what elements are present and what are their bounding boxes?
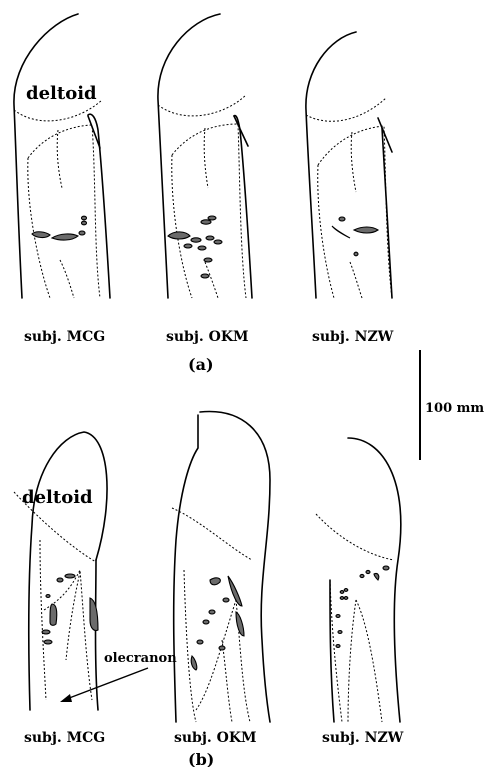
arm-a-nzw (306, 32, 392, 298)
arm-a-okm (158, 14, 252, 298)
subject-label-b-1: subj. MCG (24, 730, 105, 746)
arm-b-nzw (316, 438, 401, 722)
arm-b-mcg (14, 432, 107, 710)
olecranon-arrowhead (60, 694, 72, 702)
subject-label-a-2: subj. OKM (166, 329, 249, 345)
panel-label-b: (b) (188, 750, 214, 767)
deltoid-label-a: deltoid (26, 83, 97, 104)
subject-label-b-3: subj. NZW (322, 730, 404, 746)
subject-label-a-1: subj. MCG (24, 329, 105, 345)
arm-a-mcg (14, 14, 110, 298)
deltoid-label-b: deltoid (22, 487, 93, 508)
olecranon-arrow-line (64, 668, 148, 700)
olecranon-label: olecranon (104, 651, 177, 666)
subject-label-a-3: subj. NZW (312, 329, 394, 345)
panel-label-a: (a) (188, 355, 214, 374)
scale-bar-label: 100 mm (425, 401, 484, 416)
subject-label-b-2: subj. OKM (174, 730, 257, 746)
arm-b-okm (172, 412, 270, 722)
